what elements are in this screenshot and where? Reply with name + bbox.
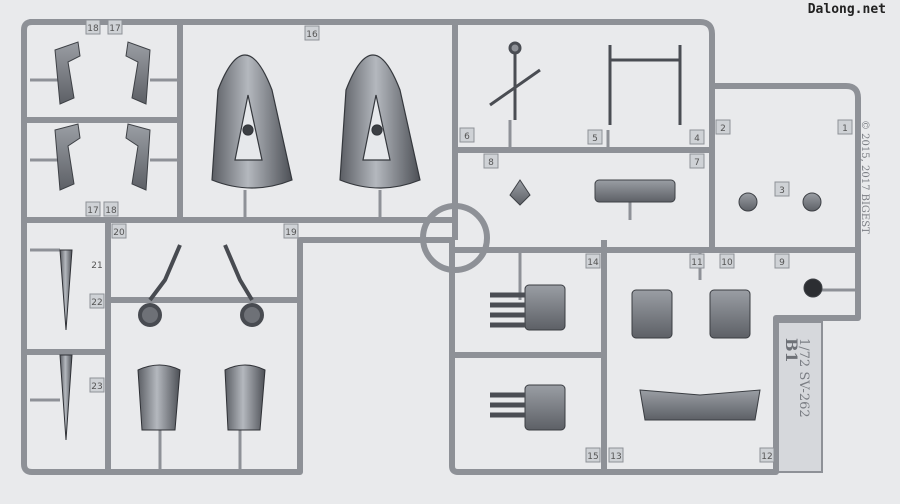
part-number-label: 20 — [113, 228, 125, 238]
part-number-label: 14 — [587, 258, 599, 268]
part-number-label: 5 — [592, 134, 598, 144]
watermark: Dalong.net — [807, 2, 886, 17]
part-number-label: 11 — [691, 258, 702, 268]
part-number-label: 3 — [779, 186, 785, 196]
leg-parts — [631, 289, 761, 421]
part-number-label: 13 — [610, 452, 621, 462]
part-number-label: 16 — [306, 30, 318, 40]
part-number-label: 2 — [720, 124, 726, 134]
armor-plates — [137, 364, 266, 431]
part-number-label: 15 — [587, 452, 598, 462]
part-number-label: 7 — [694, 158, 700, 168]
missile-parts — [59, 249, 73, 441]
part-number-label: 4 — [694, 134, 700, 144]
part-number-label: 23 — [91, 382, 102, 392]
runner-tag-plate — [777, 321, 823, 473]
part-number-label: 18 — [87, 24, 99, 34]
part-number-label: 9 — [779, 258, 785, 268]
part-number-label: 18 — [105, 206, 117, 216]
bracket-parts — [54, 41, 151, 191]
small-parts — [509, 179, 823, 298]
center-ring — [420, 203, 490, 273]
copyright-emboss: © 2015, 2017 BIGEST — [859, 120, 870, 234]
part-number-label: 22 — [91, 298, 102, 308]
part-number-label: 6 — [464, 132, 470, 142]
part-number-labels: 18 17 17 18 16 6 5 4 7 8 2 1 3 20 19 22 … — [87, 24, 848, 462]
antenna-parts — [489, 41, 682, 125]
part-number-label: 1 — [842, 124, 848, 134]
part-number-label: 8 — [488, 158, 494, 168]
hand-parts — [490, 284, 566, 431]
part-number-label: 17 — [109, 24, 120, 34]
runner-frame — [21, 19, 861, 475]
kit-name-emboss: 1/72 SV-262 — [796, 338, 811, 418]
part-number-tags — [85, 19, 853, 463]
part-number-label: 10 — [721, 258, 733, 268]
runner-code-emboss: B1 — [782, 338, 801, 363]
landing-gear — [138, 244, 264, 327]
part-number-label: 21 — [91, 261, 102, 271]
part-number-label: 12 — [761, 452, 772, 462]
part-number-label: 19 — [285, 228, 297, 238]
part-number-label: 17 — [87, 206, 98, 216]
cockpit-cones — [211, 54, 421, 189]
